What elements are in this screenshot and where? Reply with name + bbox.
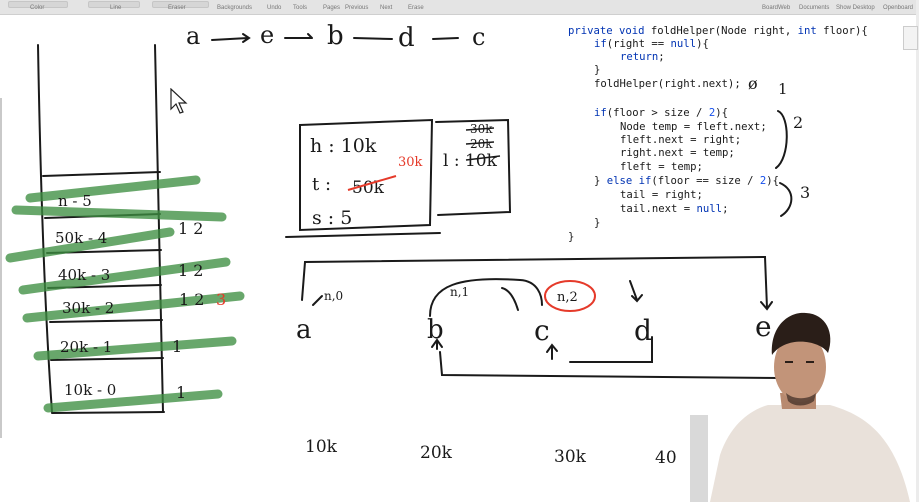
color-swatch[interactable] (8, 1, 68, 8)
code-line-else-if: } else if(floor == size / 2){ (594, 175, 780, 187)
stack-count-4: 1 2 (178, 219, 203, 238)
toolbar-undo[interactable]: Undo (267, 5, 282, 11)
toolbar-line[interactable]: Line (110, 5, 122, 11)
global-size: s : 5 (312, 207, 352, 229)
node-b: b (427, 315, 444, 345)
address-d: 40 (655, 448, 677, 468)
global-left-struck-2: 20k (470, 137, 493, 151)
node-d: d (634, 314, 652, 347)
stack-count-0: 1 (176, 383, 186, 402)
address-a: 10k (305, 437, 338, 457)
address-c: 30k (554, 447, 587, 467)
struck-zero-mark: ø (748, 74, 758, 93)
tag-c: n,2 (557, 290, 578, 305)
global-tail-new: 30k (398, 155, 423, 170)
global-left-strikes (465, 127, 501, 161)
stack-count-3: 1 2 (178, 261, 203, 280)
toolbar-color[interactable]: Color (30, 5, 45, 11)
code-line-temp: Node temp = fleft.next; (620, 121, 767, 133)
node-e: e (755, 310, 772, 343)
stack-count-1: 1 (172, 337, 182, 356)
bracket-label-2: 2 (793, 113, 803, 132)
toolbar-openboard[interactable]: Openboard (883, 5, 914, 11)
code-line-if-floor: if(floor > size / 2){ (594, 107, 728, 119)
right-scrollbar[interactable] (916, 0, 919, 502)
toolbar-tools[interactable]: Tools (293, 5, 308, 11)
mouse-cursor-icon (170, 88, 188, 114)
toolbar-pages[interactable]: Pages (323, 5, 341, 11)
stack-frame-4: 50k - 4 (55, 229, 107, 247)
code-line-close-method: } (568, 231, 575, 243)
list-node-c: c (472, 23, 485, 51)
list-node-d: d (398, 23, 415, 53)
code-line-if-null: if(right == null){ (594, 38, 709, 50)
green-highlights (5, 175, 245, 413)
node-c: c (534, 314, 550, 347)
stack-frame-0: 10k - 0 (64, 381, 116, 399)
stack-count-2: 1 2 (179, 290, 204, 309)
tag-b: n,1 (450, 285, 469, 299)
toolbar-documents[interactable]: Documents (799, 5, 830, 11)
code-line-tail: tail = right; (620, 189, 703, 201)
list-node-a: a (186, 22, 200, 50)
stack-frame-3: 40k - 3 (58, 266, 110, 284)
code-line-fleft-next: fleft.next = right; (620, 134, 742, 146)
toolbar-previous[interactable]: Previous (345, 5, 369, 11)
tag-a: n,0 (324, 289, 343, 303)
code-line-close-else: } (594, 217, 601, 229)
toolbar-erase[interactable]: Erase (408, 5, 424, 11)
bracket-label-1: 1 (778, 80, 788, 98)
line-swatch[interactable] (88, 1, 140, 8)
code-line-right-next: right.next = temp; (620, 147, 735, 159)
toolbar-eraser[interactable]: Eraser (168, 5, 186, 11)
side-panel-button[interactable] (903, 26, 918, 50)
code-line-return: return; (620, 51, 665, 63)
toolbar-web[interactable]: Web (778, 5, 791, 11)
toolbar-next[interactable]: Next (380, 5, 393, 11)
stack-frame-1: 20k - 1 (60, 338, 112, 356)
code-line-fleft: fleft = temp; (620, 161, 703, 173)
tail-strike (347, 175, 397, 191)
list-node-b: b (327, 21, 344, 51)
stack-frame-5: n - 5 (58, 192, 92, 210)
openboard-toolbar: Color Line Eraser Backgrounds Undo Tools… (0, 0, 919, 15)
left-scrollbar[interactable] (0, 98, 2, 438)
code-line-tail-next: tail.next = null; (620, 203, 729, 215)
list-node-e: e (260, 21, 274, 49)
code-line-close-if: } (594, 64, 601, 76)
global-tail-label: t : (312, 174, 331, 195)
code-line-recursive-call: foldHelper(right.next); (594, 78, 741, 90)
code-line-signature: private void foldHelper(Node right, int … (568, 25, 868, 37)
toolbar-show-desktop[interactable]: Show Desktop (836, 5, 875, 11)
stack-frame-2: 30k - 2 (62, 299, 114, 317)
tag-c-circle (544, 280, 596, 312)
node-a: a (296, 315, 312, 345)
toolbar-board[interactable]: Board (762, 5, 779, 11)
global-left: l : 10k (443, 151, 498, 171)
toolbar-backgrounds[interactable]: Backgrounds (217, 5, 253, 11)
global-tail-old: 50k (352, 178, 385, 198)
stack-count-2-red: 3 (216, 290, 226, 309)
presenter-webcam (690, 312, 910, 502)
global-head: h : 10k (310, 135, 377, 157)
address-b: 20k (420, 443, 453, 463)
eraser-swatch[interactable] (152, 1, 209, 8)
bracket-label-3: 3 (800, 183, 810, 202)
